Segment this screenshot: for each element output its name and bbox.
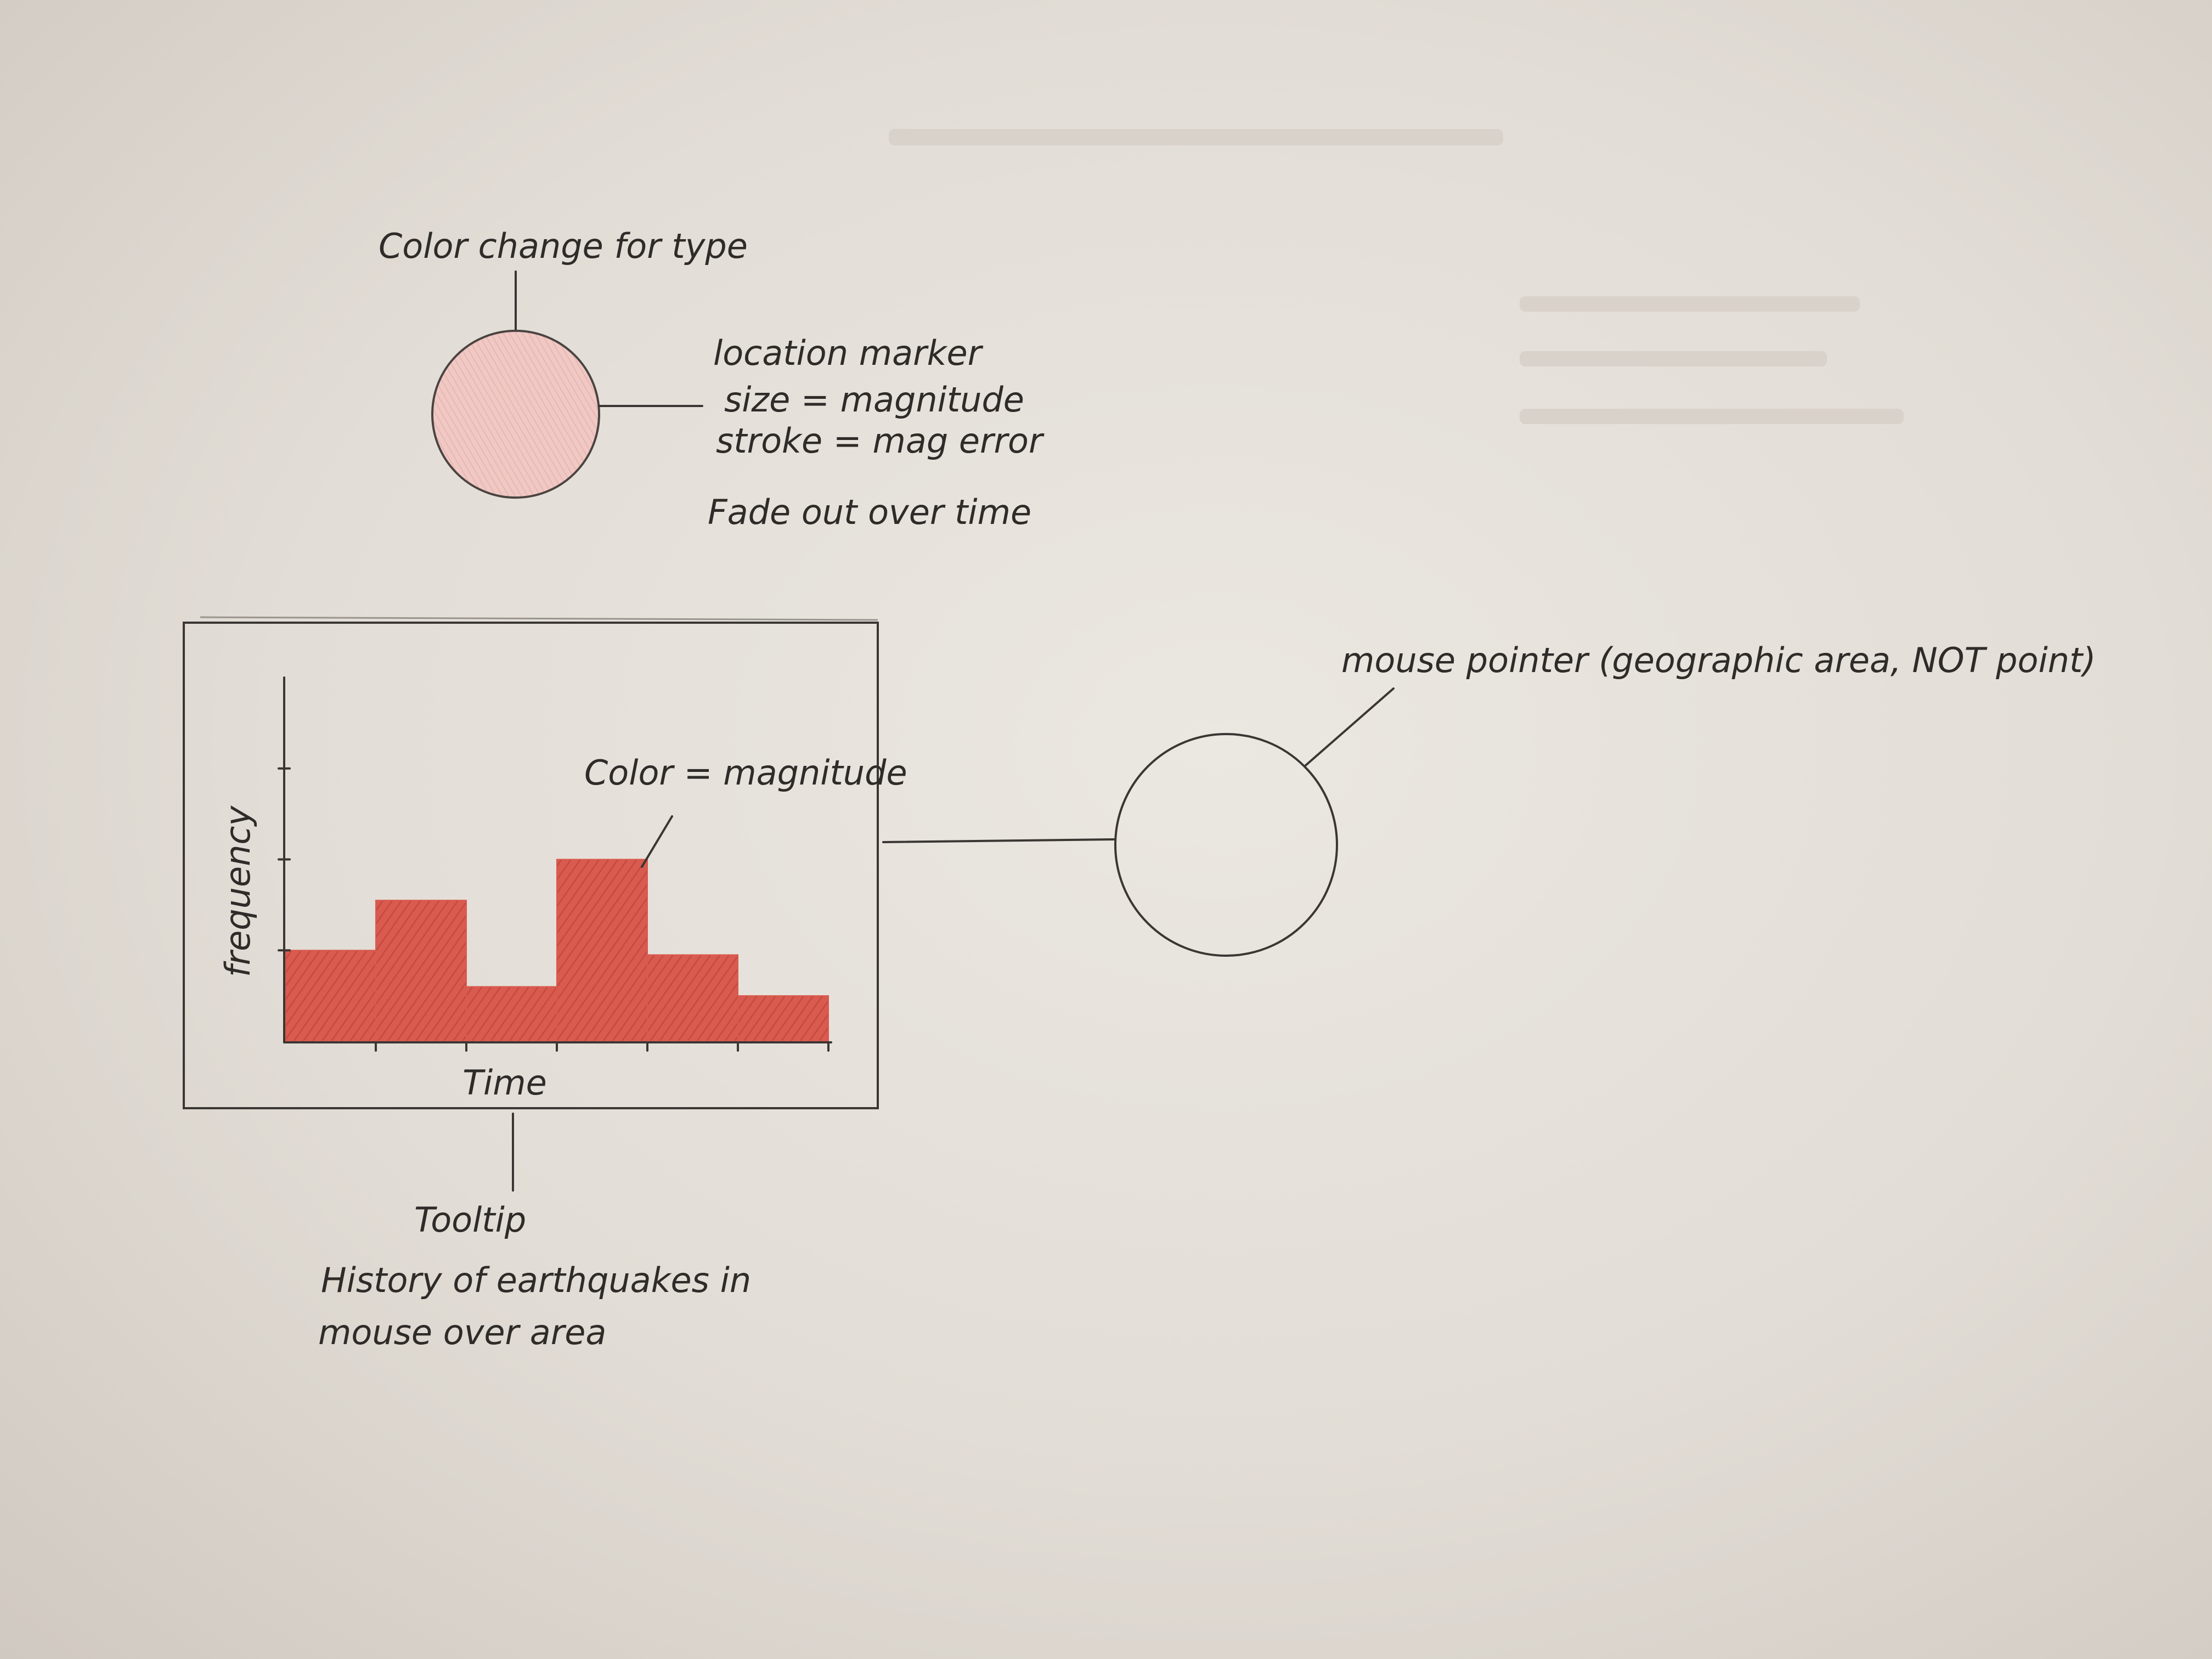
x-axis-label: Time: [462, 1063, 547, 1103]
histogram-bar: [647, 954, 738, 1042]
tooltip-caption-title: Tooltip: [414, 1200, 526, 1240]
histogram-bar: [375, 900, 467, 1042]
marker-title: Color change for type: [379, 226, 748, 266]
tooltip-histogram: frequency Time: [218, 676, 832, 1103]
tooltip-caption-line2: mouse over area: [318, 1312, 606, 1352]
show-through-text: [1520, 351, 1827, 366]
histogram-bar: [737, 995, 829, 1042]
mouse-pointer-circle: [1114, 733, 1338, 957]
pointer-label-connector: [1305, 687, 1395, 766]
tooltip-frame: [183, 622, 879, 1109]
marker-note-size: size = magnitude: [724, 380, 1024, 420]
mouse-pointer-label: mouse pointer (geographic area, NOT poin…: [1341, 640, 2096, 680]
color-annotation-pointer: [641, 815, 673, 868]
histogram-bar: [466, 986, 557, 1042]
y-axis-label: frequency: [218, 805, 258, 978]
histogram-bar: [556, 859, 648, 1042]
color-magnitude-annotation: Color = magnitude: [584, 753, 907, 793]
tooltip-top-edge: [200, 616, 878, 621]
show-through-text: [1520, 296, 1860, 312]
show-through-text: [1520, 409, 1904, 424]
show-through-text: [889, 129, 1503, 145]
marker-note-location: location marker: [713, 333, 984, 373]
tooltip-caption-line1: History of earthquakes in: [321, 1260, 751, 1300]
location-marker-circle: [431, 330, 600, 499]
tooltip-pointer-connector: [882, 838, 1115, 843]
marker-note-stroke: stroke = mag error: [716, 421, 1045, 461]
marker-fade-note: Fade out over time: [708, 492, 1031, 532]
histogram-bar: [285, 950, 376, 1042]
